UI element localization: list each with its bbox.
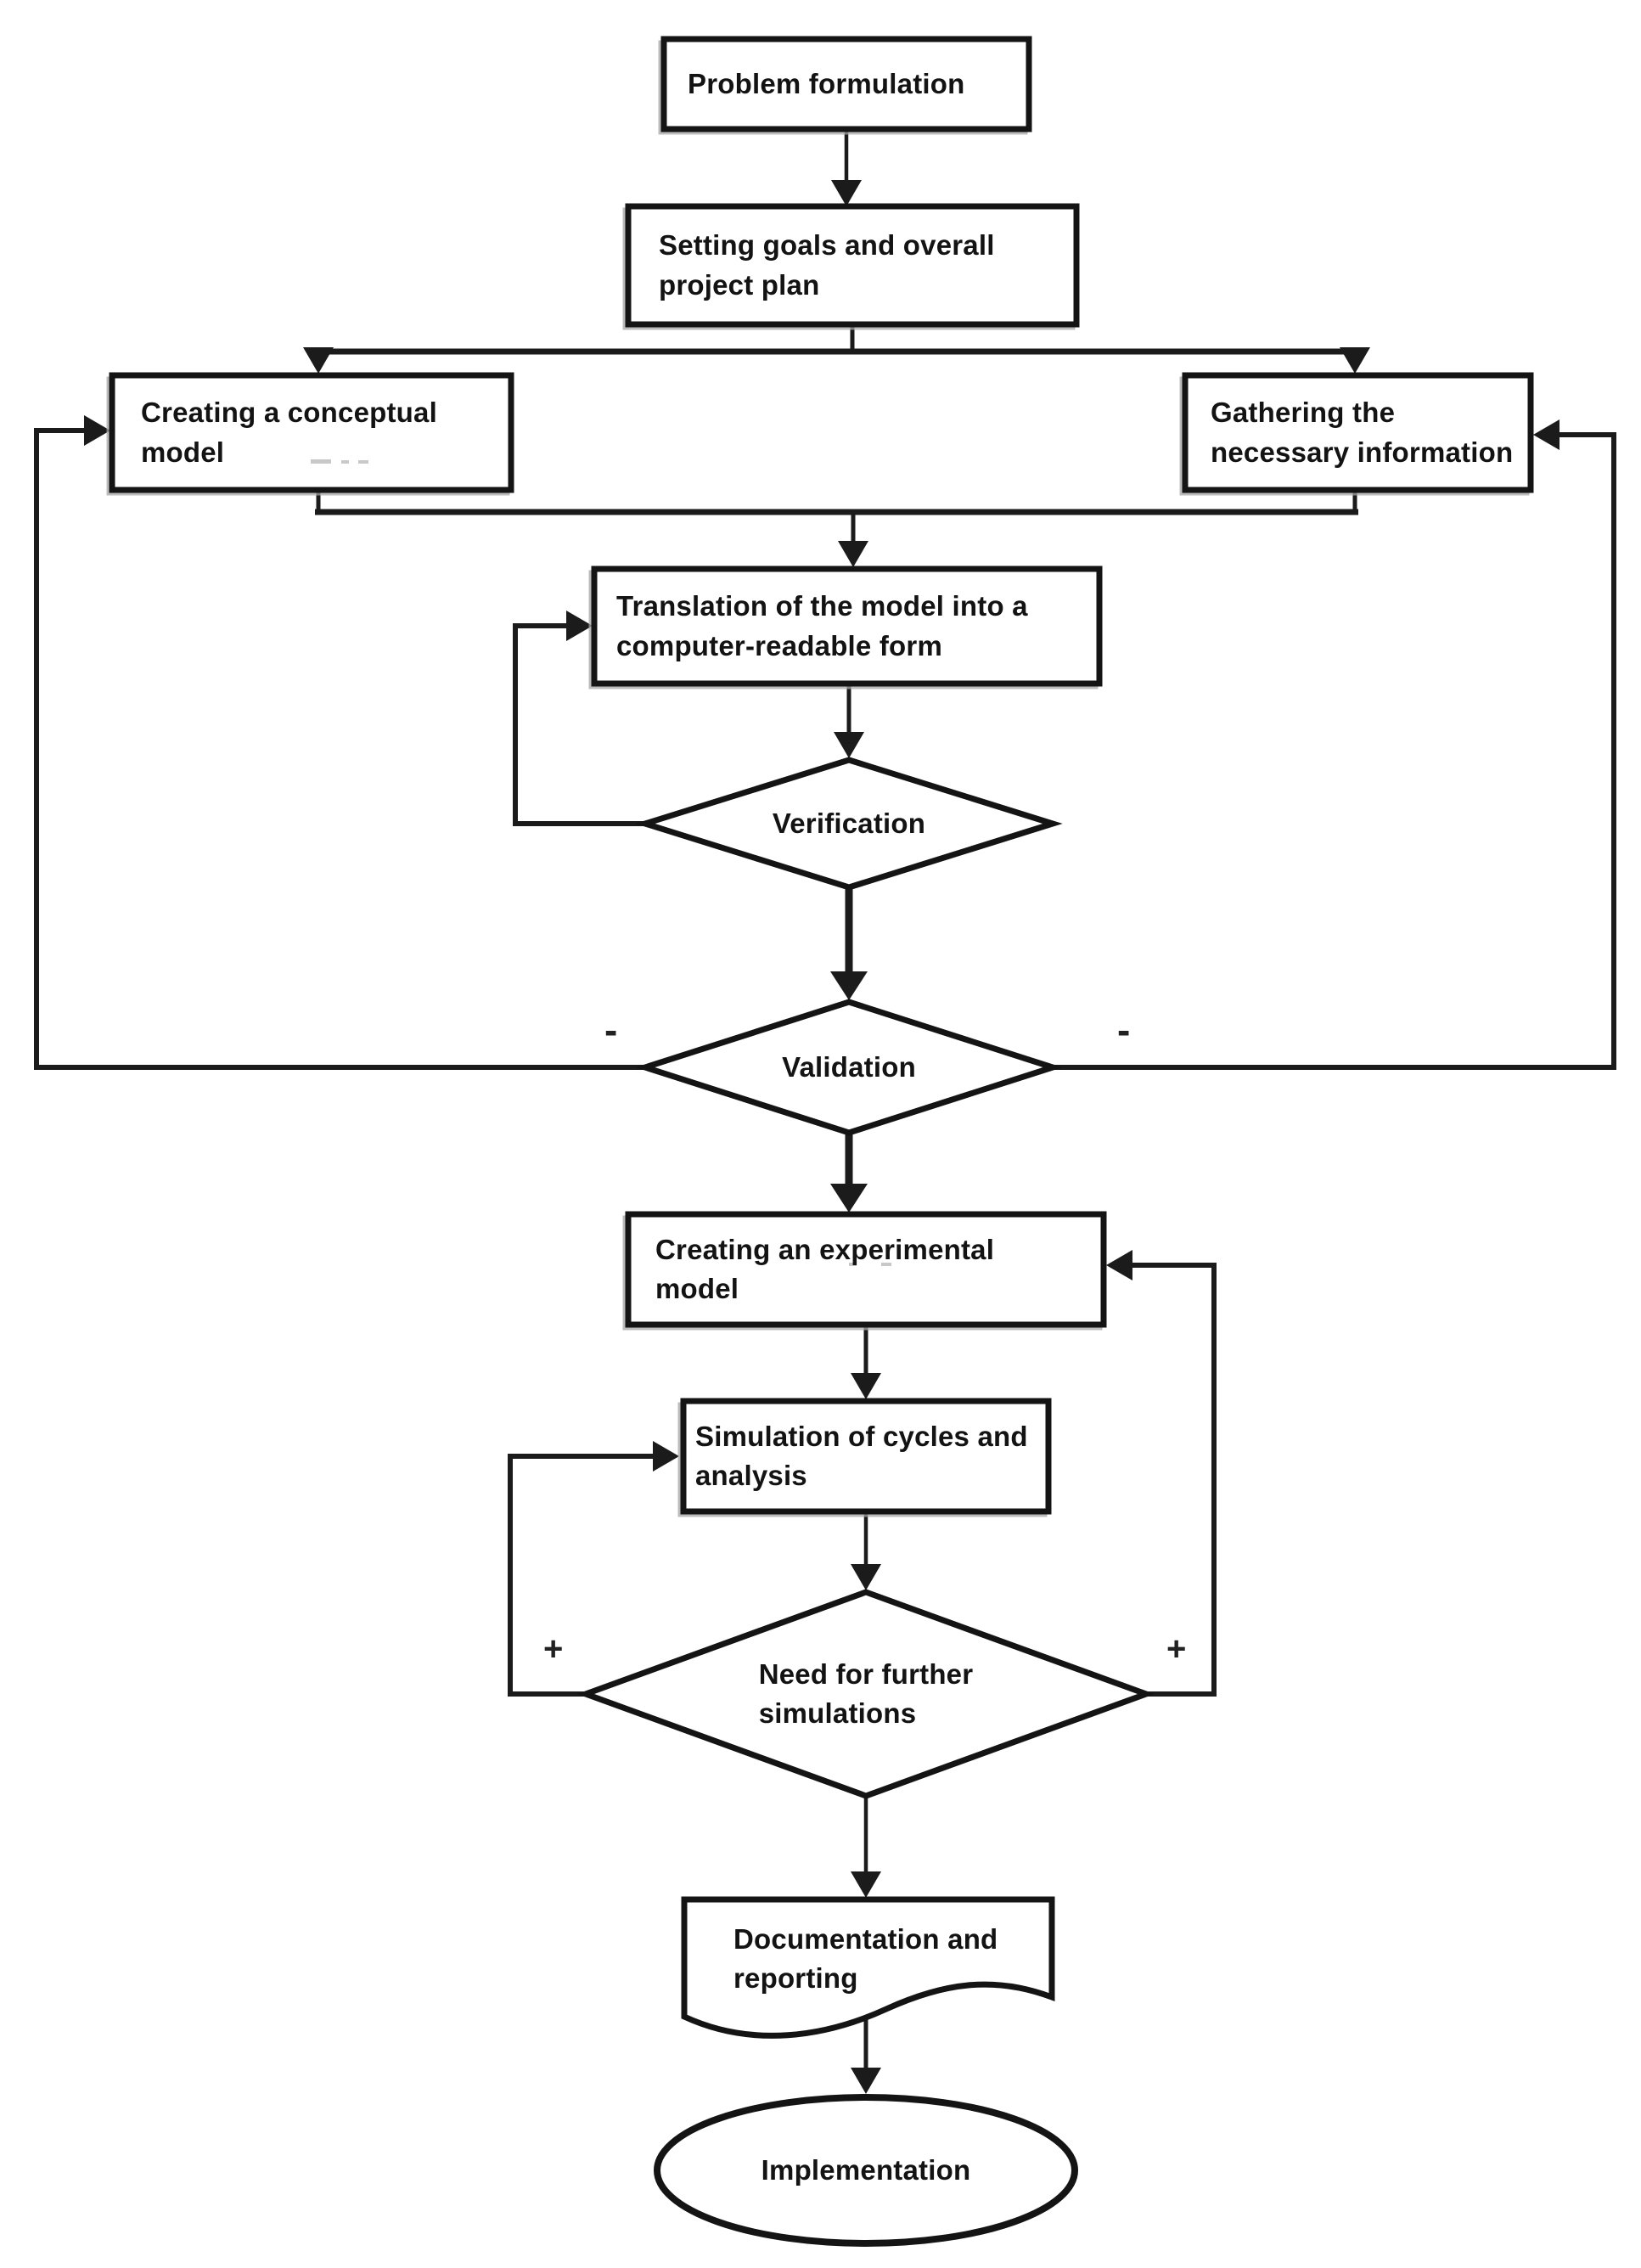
node-shapes: [106, 36, 1534, 2247]
need-further-positive-marker-left: +: [543, 1630, 564, 1668]
arrowhead-into-gathering: [1340, 347, 1370, 374]
arrowhead-into-experimental-top: [830, 1184, 868, 1213]
implementation-label: Implementation: [761, 2153, 971, 2186]
loop-verification-to-translation: [513, 623, 645, 826]
arrowhead-into-goals: [831, 180, 862, 206]
gathering-info-box: [1182, 372, 1534, 493]
simulation-label: Simulation of cycles and analysis: [695, 1420, 1028, 1491]
artifact-dashes: [311, 459, 891, 1266]
artifact-dash: [881, 1263, 891, 1266]
arrowhead-into-simulation-left: [653, 1441, 679, 1472]
arrowhead-into-implementation: [851, 2068, 881, 2094]
documentation-shape: [681, 1896, 1055, 2039]
arrowhead-into-simulation-top: [851, 1373, 881, 1399]
loop-validation-to-gathering: [1053, 432, 1616, 1070]
need-further-label-text: Need for further simulations: [758, 1657, 974, 1729]
arrowhead-into-translation-left: [566, 611, 593, 641]
verification-diamond: [635, 757, 1063, 891]
need-further-diamond: [576, 1589, 1155, 1799]
verification-label: Verification: [772, 807, 926, 839]
experimental-model-box: [625, 1211, 1107, 1328]
connectors: [34, 129, 1616, 2074]
conceptual-model-box: [109, 372, 514, 493]
validation-diamond: [635, 999, 1063, 1136]
arrowhead-into-conceptual: [303, 347, 334, 374]
arrowhead-into-validation: [830, 971, 868, 1000]
translation-box: [591, 566, 1103, 687]
arrowhead-into-verification: [834, 732, 864, 758]
validation-negative-marker-left: -: [604, 1008, 618, 1052]
arrowhead-into-gathering-right: [1533, 419, 1560, 450]
artifact-dash: [311, 459, 331, 464]
arrowhead-into-conceptual-left: [84, 415, 110, 446]
need-further-label: Need for further simulations: [586, 1592, 1146, 1796]
validation-label: Validation: [782, 1050, 916, 1083]
setting-goals-label: Setting goals and overall project plan: [659, 229, 995, 301]
gathering-info-label: Gathering the necessary information: [1211, 397, 1514, 468]
translation-label: Translation of the model into a computer…: [616, 590, 1028, 661]
problem-formulation-box: [660, 36, 1032, 132]
artifact-dash: [849, 1263, 857, 1266]
need-further-positive-marker-right: +: [1166, 1630, 1187, 1668]
loop-needfurther-to-simulation: [508, 1454, 657, 1697]
arrowhead-into-translation-top: [838, 541, 868, 567]
simulation-box: [680, 1398, 1052, 1515]
loop-validation-to-conceptual: [34, 428, 645, 1070]
arrowheads: [84, 180, 1560, 2094]
artifact-dash: [358, 460, 368, 464]
validation-negative-marker-right: -: [1117, 1008, 1131, 1052]
implementation-ellipse: [654, 2094, 1078, 2247]
arrowhead-into-experimental-right: [1106, 1250, 1132, 1280]
arrowhead-into-needfurther: [851, 1564, 881, 1590]
problem-formulation-label: Problem formulation: [688, 67, 965, 99]
experimental-model-label: Creating an experimental model: [655, 1233, 995, 1304]
documentation-label: Documentation and reporting: [733, 1922, 998, 1994]
arrowhead-into-documentation: [851, 1871, 881, 1898]
artifact-dash: [341, 460, 349, 464]
setting-goals-box: [625, 203, 1080, 328]
loop-needfurther-to-experimental: [1127, 1263, 1217, 1697]
conceptual-model-label: Creating a conceptual model: [141, 397, 437, 468]
